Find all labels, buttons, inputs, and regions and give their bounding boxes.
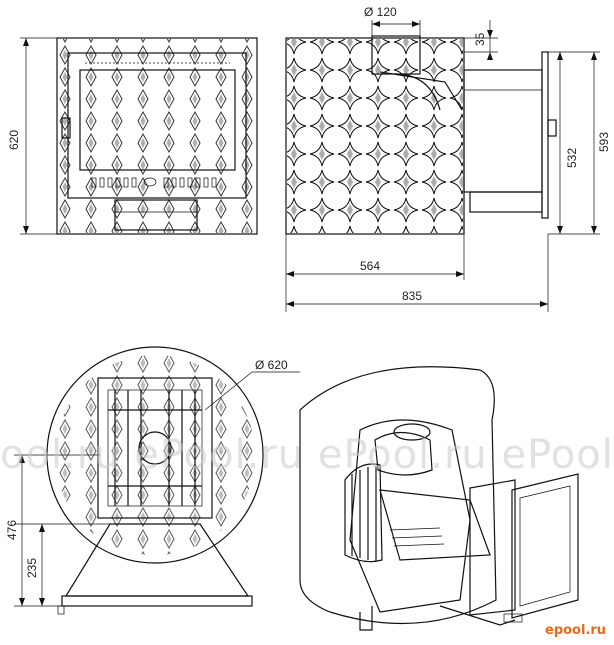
- dim-front-height: 620: [7, 130, 21, 150]
- rear-view: Ø 620 476 235: [5, 346, 300, 615]
- dim-axis-height: 476: [5, 520, 19, 540]
- cutaway-grate: [389, 527, 445, 547]
- dim-body-width: 564: [360, 259, 380, 273]
- dim-inner-height: 532: [565, 148, 579, 168]
- air-vents: [91, 177, 217, 188]
- front-body-outline: [56, 37, 258, 235]
- cutaway-tunnel: [469, 479, 516, 616]
- side-view: Ø 120 35 532 593 564 835: [285, 5, 611, 312]
- ash-door: [114, 199, 198, 231]
- dim-flue-offset: 35: [473, 32, 487, 46]
- side-pattern-fill: [287, 39, 463, 233]
- dim-base-height: 235: [25, 558, 39, 578]
- dim-flue-diameter: Ø 120: [364, 5, 397, 19]
- door-glass: [79, 69, 236, 171]
- cutaway-flue: [393, 423, 431, 441]
- fire-tunnel: [463, 51, 557, 219]
- cutaway-door: [511, 473, 579, 619]
- base-plate: [61, 595, 253, 607]
- flue-opening: [138, 431, 172, 465]
- stone-grid: [108, 390, 202, 506]
- front-pattern-fill: [58, 39, 256, 233]
- door-frame: [67, 52, 247, 199]
- heat-exchanger: [97, 377, 213, 519]
- cutaway-stones-grid: [344, 423, 433, 563]
- door-handle: [61, 117, 71, 139]
- dim-total-height: 593: [597, 132, 611, 152]
- watermark-text: ool.ru ePool.ru ePool.ru ePool.ru: [0, 432, 614, 478]
- front-view: 620: [7, 37, 258, 235]
- cutaway-firebox: [379, 489, 491, 561]
- dim-total-depth: 835: [402, 289, 422, 303]
- cutaway-shell: [299, 366, 497, 625]
- site-logo: epool.ru: [545, 623, 606, 638]
- tunnel-handle: [547, 119, 557, 137]
- dim-body-diameter: Ø 620: [255, 358, 288, 372]
- cutaway-view: [299, 366, 579, 631]
- cutaway-interior: [349, 419, 471, 613]
